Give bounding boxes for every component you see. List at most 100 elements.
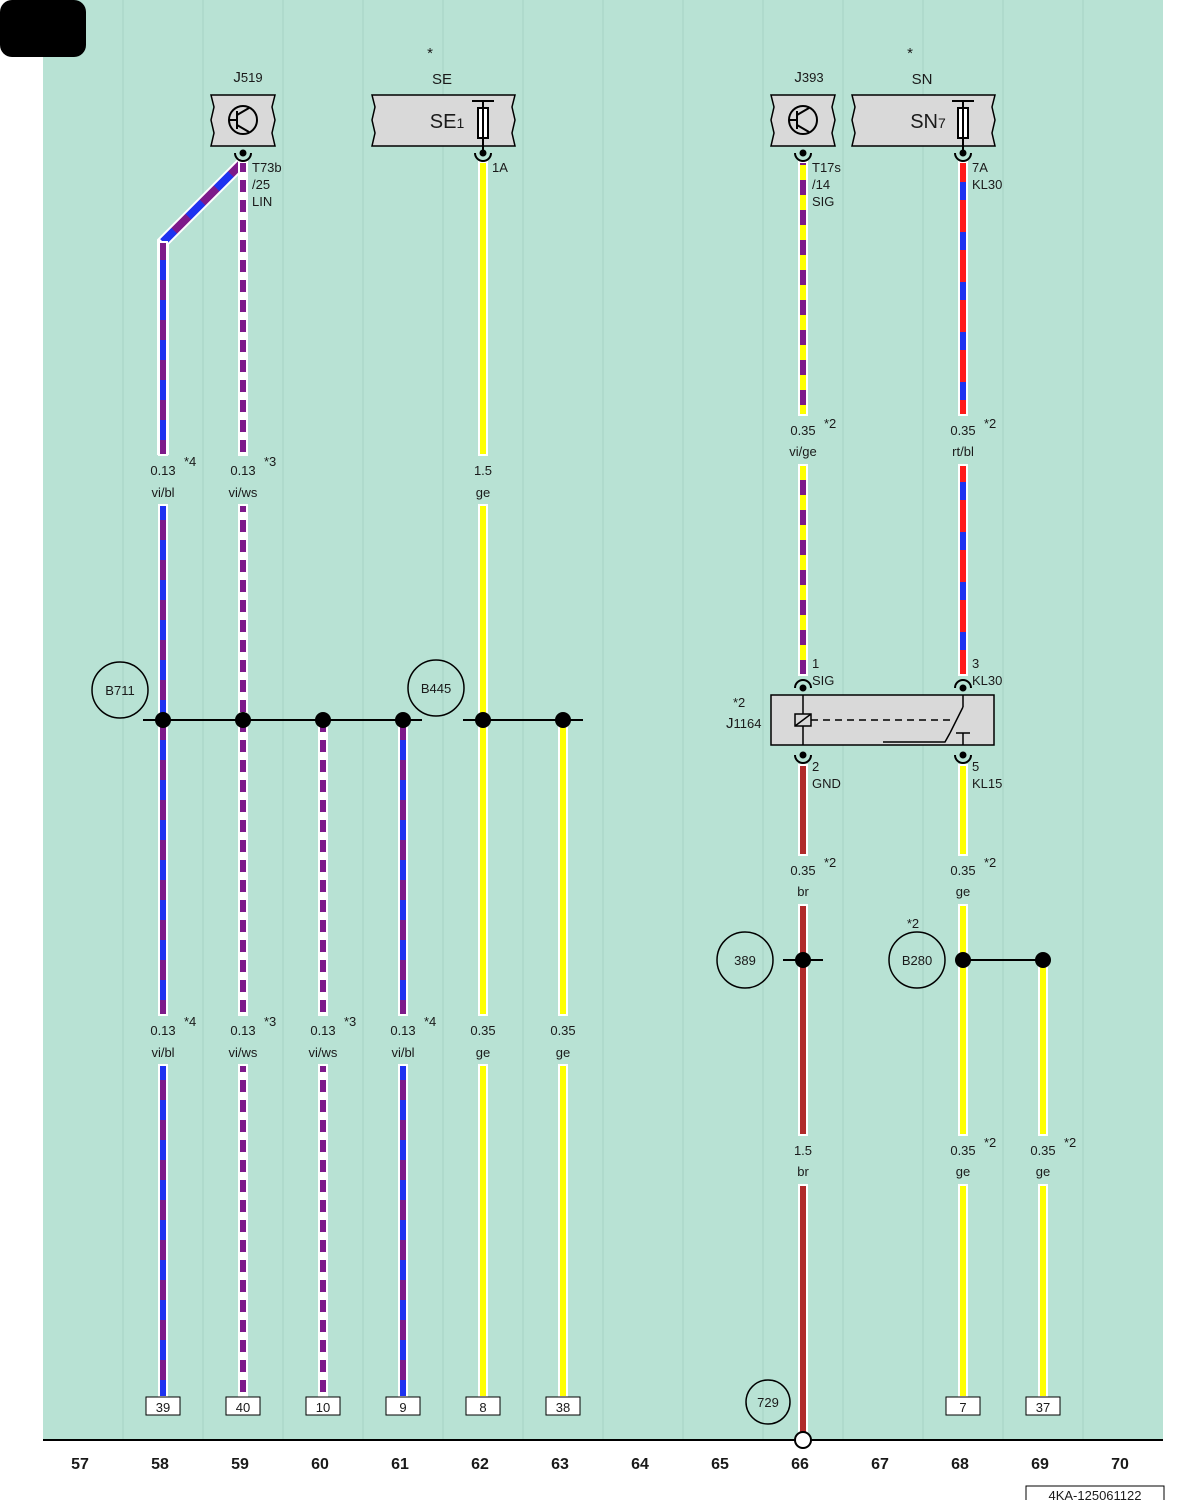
wire-label-color: ge — [476, 485, 490, 500]
column-number: 66 — [791, 1456, 809, 1473]
wire-label-size: 1.5 — [474, 463, 492, 478]
wire-68-top — [958, 161, 968, 416]
se1-label: SE1 — [430, 111, 465, 133]
splice-dot — [955, 952, 971, 968]
wire-label-color: vi/ge — [789, 444, 816, 459]
terminal-box — [945, 1396, 981, 1416]
connector-b445-circle — [407, 659, 465, 717]
column-number: 67 — [871, 1456, 889, 1473]
wire-labels: 0.13 vi/bl *4 0.13 vi/ws *3 1.5 ge 0.35 … — [150, 416, 1076, 1179]
column-number: 70 — [1111, 1456, 1129, 1473]
connector-b280-label: B280 — [902, 953, 932, 968]
fuse-icon — [472, 100, 494, 150]
j1164-label: J1164 — [726, 715, 761, 732]
wire-68-bottom — [958, 1184, 968, 1398]
page-badge — [0, 0, 86, 57]
wire-label-color: vi/bl — [151, 1045, 174, 1060]
hook-icon — [474, 152, 492, 162]
connector-389-label: 389 — [734, 953, 756, 968]
j393-box — [770, 94, 836, 147]
hook-icon — [794, 679, 812, 689]
j1164-note: *2 — [733, 695, 745, 710]
wire-label-color: ge — [556, 1045, 570, 1060]
column-number: 68 — [951, 1456, 969, 1473]
connector-b445-label: B445 — [421, 681, 451, 696]
wire-59-top — [238, 161, 248, 456]
wire-61-mid — [398, 719, 408, 1016]
terminal-label: 37 — [1036, 1400, 1050, 1415]
wire-label-note: *2 — [984, 1135, 996, 1150]
wire-66-upper — [798, 464, 808, 676]
terminal-label: 39 — [156, 1400, 170, 1415]
wire-label-size: 0.13 — [390, 1023, 415, 1038]
wire-label-color: vi/bl — [391, 1045, 414, 1060]
terminal-label: 7 — [959, 1400, 966, 1415]
fuse-icon — [952, 100, 974, 150]
connector-b280-circle — [888, 931, 946, 989]
pin-hooks — [234, 149, 972, 764]
wire-63-mid — [558, 719, 568, 1016]
wire-66-mid — [798, 904, 808, 1136]
wire-60-mid — [318, 719, 328, 1016]
wire-label-color: br — [797, 1164, 809, 1179]
splice-dot — [1035, 952, 1051, 968]
splice-dot — [315, 712, 331, 728]
wire-59-bottom — [238, 1064, 248, 1398]
wire-59-mid — [238, 504, 248, 1016]
wire-61-bottom — [398, 1064, 408, 1398]
wire-68-mid — [958, 904, 968, 1136]
wire-label-size: 0.35 — [950, 863, 975, 878]
ground-point-icon — [794, 1431, 812, 1449]
connector-389-circle — [716, 931, 774, 989]
wire-58-mid — [158, 504, 168, 1016]
splice-dot — [155, 712, 171, 728]
wire-label-color: vi/bl — [151, 485, 174, 500]
connector-729-label: 729 — [757, 1395, 779, 1410]
wire-label-color: ge — [956, 1164, 970, 1179]
wire-label-color: ge — [956, 884, 970, 899]
hook-icon — [794, 754, 812, 764]
wire-label-note: *2 — [824, 855, 836, 870]
wire-label-note: *4 — [184, 1014, 196, 1029]
se-code: SE — [432, 71, 452, 88]
column-number: 60 — [311, 1456, 329, 1473]
wire-label-size: 0.35 — [950, 423, 975, 438]
wire-63-bottom — [558, 1064, 568, 1398]
hook-icon — [954, 754, 972, 764]
connector-b711-circle — [91, 661, 149, 719]
wire-66-lower — [798, 764, 808, 856]
wire-58-top — [158, 241, 168, 456]
terminal-box — [385, 1396, 421, 1416]
wire-68-lower — [958, 764, 968, 856]
wire-label-color: rt/bl — [952, 444, 974, 459]
wire-label-size: 0.35 — [550, 1023, 575, 1038]
wire-label-size: 0.13 — [310, 1023, 335, 1038]
hook-icon — [234, 152, 252, 162]
j393-label: J393 — [794, 69, 823, 86]
wire-label-size: 0.35 — [950, 1143, 975, 1158]
splice-dot — [235, 712, 251, 728]
wire-58-bottom — [158, 1064, 168, 1398]
terminal-label: 40 — [236, 1400, 250, 1415]
wire-label-color: br — [797, 884, 809, 899]
wire-label-size: 0.13 — [150, 463, 175, 478]
relay-icon — [794, 695, 970, 745]
wire-label-note: *4 — [424, 1014, 436, 1029]
wire-label-color: ge — [1036, 1164, 1050, 1179]
transistor-icon — [228, 105, 258, 135]
terminal-label: 8 — [479, 1400, 486, 1415]
wire-label-note: *3 — [264, 1014, 276, 1029]
sn-note: * — [907, 45, 913, 62]
terminal-box — [1025, 1396, 1061, 1416]
column-number: 63 — [551, 1456, 569, 1473]
splice-dot — [395, 712, 411, 728]
splice-dot — [475, 712, 491, 728]
terminal-box — [305, 1396, 341, 1416]
terminal-label: 38 — [556, 1400, 570, 1415]
wire-66-bottom — [798, 1184, 808, 1436]
